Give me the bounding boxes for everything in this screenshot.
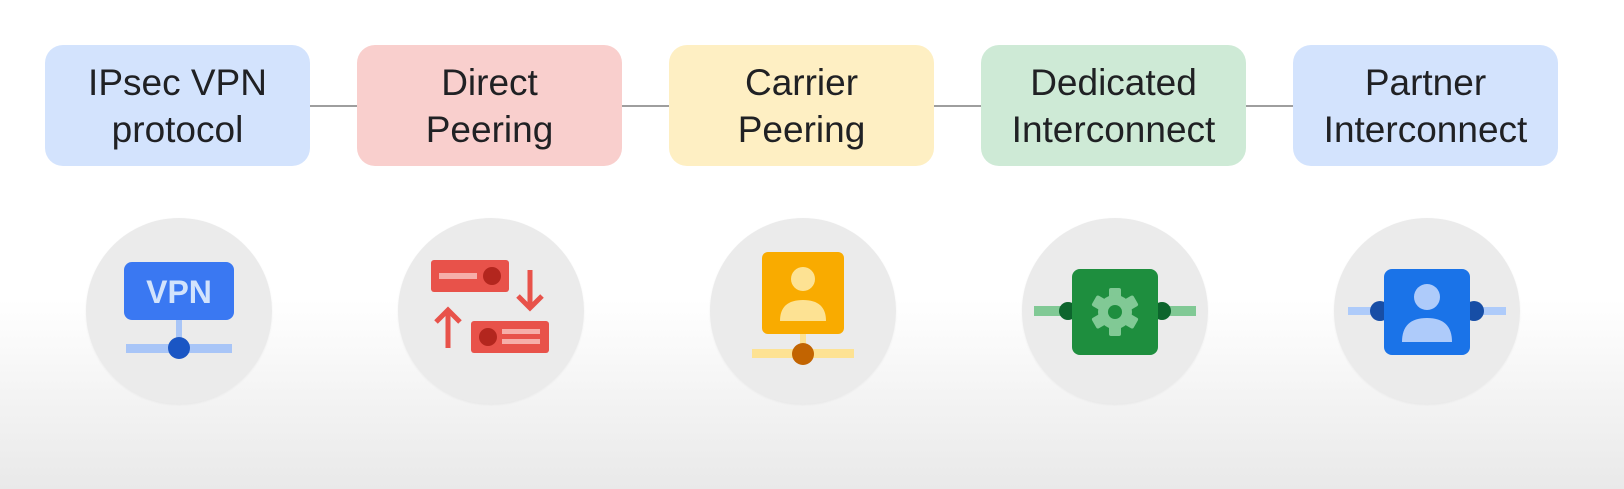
direct-peering-box: Direct Peering	[357, 45, 622, 166]
carrier-peering-label-line1: Carrier	[744, 61, 859, 103]
partner-interconnect-person-icon	[1348, 269, 1506, 355]
connector-line-4	[1246, 105, 1294, 107]
dedicated-interconnect-box: Dedicated Interconnect	[981, 45, 1246, 166]
partner-interconnect-box: Partner Interconnect	[1293, 45, 1558, 166]
partner-interconnect-label-line1: Partner	[1364, 61, 1487, 103]
dedicated-interconnect-label-line1: Dedicated	[1030, 61, 1197, 103]
dedicated-interconnect-icon-circle	[1022, 218, 1208, 404]
dedicated-interconnect-gear-icon	[1034, 269, 1196, 355]
connector-line-2	[622, 105, 670, 107]
connector-line-1	[310, 105, 358, 107]
partner-interconnect-icon-circle	[1334, 218, 1520, 404]
direct-peering-icon-circle	[398, 218, 584, 404]
carrier-peering-box: Carrier Peering	[669, 45, 934, 166]
connector-line-3	[934, 105, 982, 107]
partner-interconnect-label-line2: Interconnect	[1323, 108, 1528, 150]
carrier-peering-person-icon	[752, 252, 854, 365]
ipsec-vpn-label-line2: protocol	[111, 108, 244, 150]
vpn-icon-circle: VPN	[86, 218, 272, 404]
carrier-peering-icon-circle	[710, 218, 896, 404]
vpn-badge-text: VPN	[146, 274, 212, 310]
direct-peering-label-line1: Direct	[441, 61, 538, 103]
dedicated-interconnect-label-line2: Interconnect	[1011, 108, 1216, 150]
direct-peering-exchange-icon	[431, 260, 549, 353]
direct-peering-label-line2: Peering	[425, 108, 554, 150]
ipsec-vpn-label-line1: IPsec VPN	[88, 61, 267, 103]
ipsec-vpn-protocol-box: IPsec VPN protocol	[45, 45, 310, 166]
carrier-peering-label-line2: Peering	[737, 108, 866, 150]
vpn-network-icon: VPN	[124, 262, 234, 359]
